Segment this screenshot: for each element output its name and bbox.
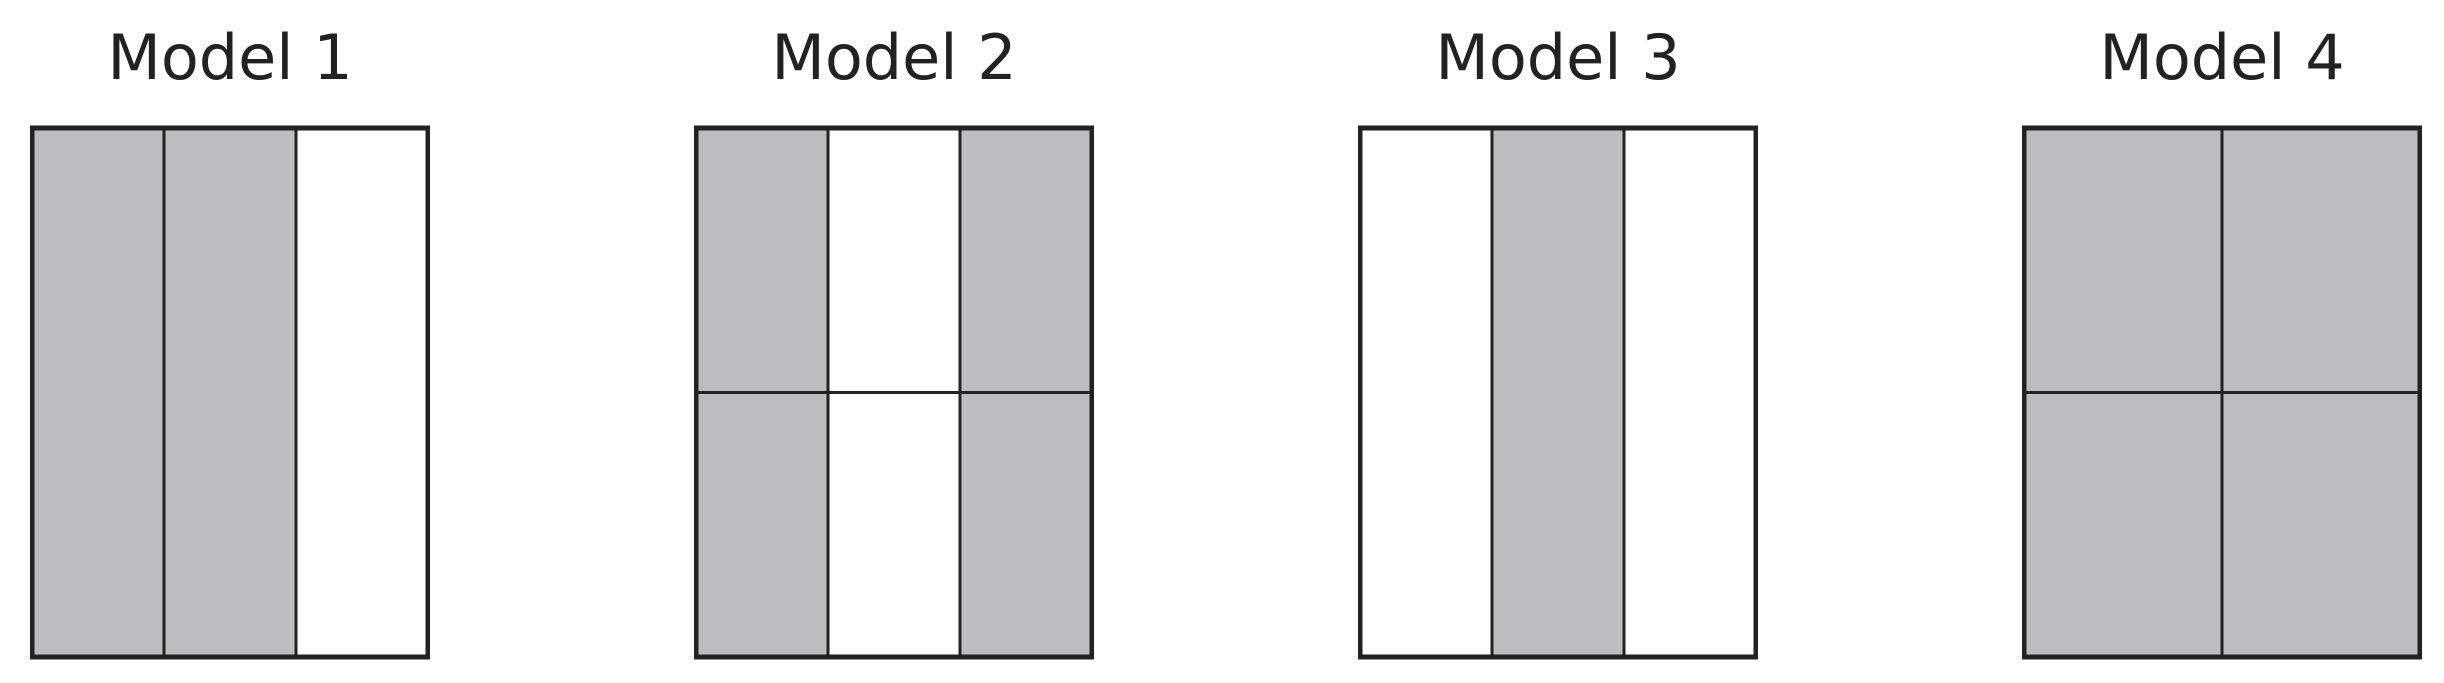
- model-grid: [1358, 125, 1758, 660]
- model-title: Model 4: [2099, 21, 2345, 94]
- model-4: Model 4: [2022, 0, 2422, 683]
- model-title: Model 1: [107, 21, 353, 94]
- shaded-part: [694, 391, 830, 659]
- model-1: Model 1: [30, 0, 430, 683]
- unshaded-part: [826, 391, 962, 659]
- model-3: Model 3: [1358, 0, 1758, 683]
- model-outline: [694, 125, 1094, 660]
- shaded-part: [1490, 126, 1626, 659]
- model-title: Model 2: [771, 21, 1017, 94]
- shaded-part: [2220, 391, 2422, 659]
- shaded-part: [958, 391, 1094, 659]
- unshaded-part: [294, 126, 430, 659]
- unshaded-part: [826, 126, 962, 394]
- model-outline: [2022, 125, 2422, 660]
- unshaded-part: [1358, 126, 1494, 659]
- shaded-part: [2220, 126, 2422, 394]
- shaded-part: [162, 126, 298, 659]
- shaded-part: [30, 126, 166, 659]
- shaded-part: [958, 126, 1094, 394]
- model-grid: [30, 125, 430, 660]
- model-grid: [694, 125, 1094, 660]
- unshaded-part: [1622, 126, 1758, 659]
- model-outline: [30, 125, 430, 660]
- shaded-part: [2022, 391, 2224, 659]
- model-title: Model 3: [1435, 21, 1681, 94]
- model-grid: [2022, 125, 2422, 660]
- model-2: Model 2: [694, 0, 1094, 683]
- model-outline: [1358, 125, 1758, 660]
- shaded-part: [2022, 126, 2224, 394]
- shaded-part: [694, 126, 830, 394]
